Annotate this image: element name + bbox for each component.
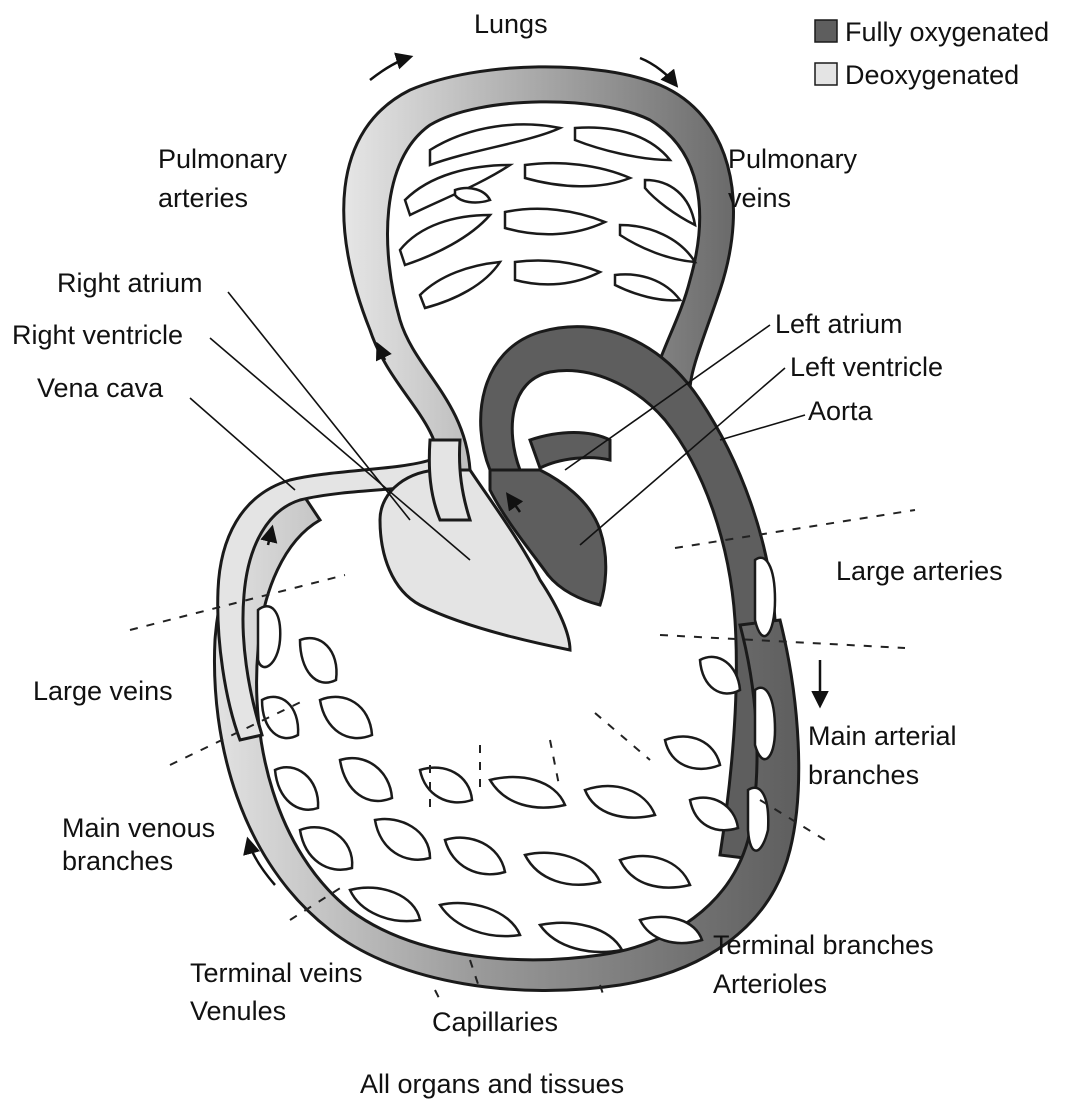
label-left-ventricle: Left ventricle — [790, 352, 943, 382]
label-large-arteries: Large arteries — [836, 556, 1003, 586]
label-terminal-branches: Terminal branches — [713, 930, 934, 960]
label-main-arterial-line1: Main arterial — [808, 721, 957, 751]
label-left-atrium: Left atrium — [775, 309, 903, 339]
label-aorta: Aorta — [808, 396, 874, 426]
legend-deoxygenated-swatch — [815, 63, 837, 85]
label-main-venous-line2: branches — [62, 846, 173, 876]
label-all-organs: All organs and tissues — [360, 1069, 624, 1099]
legend-deoxygenated-label: Deoxygenated — [845, 60, 1019, 90]
label-lungs: Lungs — [474, 9, 548, 39]
label-vena-cava: Vena cava — [37, 373, 164, 403]
label-pulmonary-veins-line2: veins — [728, 183, 791, 213]
label-pulmonary-veins-line1: Pulmonary — [728, 144, 858, 174]
label-pulmonary-arteries-line2: arteries — [158, 183, 248, 213]
pulmonary-vein-entry — [530, 433, 610, 469]
label-right-atrium: Right atrium — [57, 268, 203, 298]
legend: Fully oxygenated Deoxygenated — [815, 17, 1049, 90]
label-capillaries: Capillaries — [432, 1007, 558, 1037]
legend-oxygenated-swatch — [815, 20, 837, 42]
label-right-ventricle: Right ventricle — [12, 320, 183, 350]
label-main-venous-line1: Main venous — [62, 813, 215, 843]
lung-holes — [400, 124, 695, 308]
label-main-arterial-line2: branches — [808, 760, 919, 790]
label-arterioles: Arterioles — [713, 969, 827, 999]
label-terminal-veins: Terminal veins — [190, 958, 363, 988]
label-venules: Venules — [190, 996, 286, 1026]
label-large-veins: Large veins — [33, 676, 173, 706]
label-pulmonary-arteries-line1: Pulmonary — [158, 144, 288, 174]
legend-oxygenated-label: Fully oxygenated — [845, 17, 1049, 47]
